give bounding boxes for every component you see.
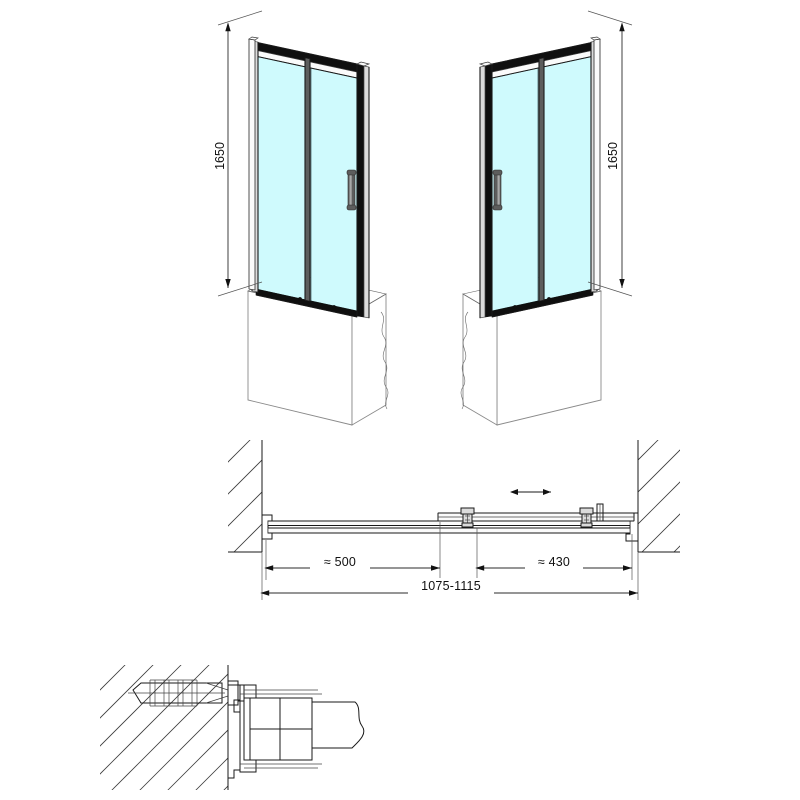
plan-left-wall-profile bbox=[262, 514, 273, 540]
right-tub-base bbox=[460, 270, 602, 426]
detail-wall bbox=[100, 665, 229, 790]
left-height-dimension: 1650 bbox=[213, 10, 263, 297]
plan-dimension-overall-label: 1075-1115 bbox=[421, 579, 481, 593]
right-height-dimension-label: 1650 bbox=[606, 142, 620, 170]
right-front-jamb bbox=[478, 61, 493, 319]
plan-fixed-glass-panel bbox=[267, 520, 631, 526]
plan-right-wall bbox=[637, 440, 680, 553]
right-bottom-rail bbox=[491, 288, 594, 318]
right-isometric-view: 1650 bbox=[460, 10, 633, 426]
plan-dimension-overall: 1075-1115 bbox=[260, 552, 639, 600]
left-height-dimension-label: 1650 bbox=[213, 142, 227, 170]
plan-dimension-500: ≈ 500 bbox=[264, 522, 441, 580]
plan-dimension-500-label: ≈ 500 bbox=[324, 555, 356, 569]
right-door-handle bbox=[492, 169, 503, 211]
plan-roller-carriage-left bbox=[460, 507, 475, 528]
left-front-jamb bbox=[356, 61, 371, 319]
wall-plug-screw-icon bbox=[128, 679, 245, 707]
plan-sliding-glass-panel bbox=[267, 527, 631, 534]
left-door-handle bbox=[346, 169, 357, 211]
left-wall-jamb bbox=[248, 36, 259, 293]
plan-roller-carriage-right bbox=[579, 507, 594, 528]
plan-end-stop-bracket bbox=[596, 503, 604, 522]
right-height-dimension: 1650 bbox=[587, 10, 633, 297]
detail-glass-panel-edge bbox=[240, 693, 365, 765]
plan-left-wall bbox=[228, 440, 263, 553]
wall-fixing-detail bbox=[100, 665, 365, 790]
plan-dimension-430-label: ≈ 430 bbox=[538, 555, 570, 569]
detail-wall-profile bbox=[227, 684, 318, 779]
right-glass-panel-fixed bbox=[543, 46, 594, 301]
plan-dimension-430: ≈ 430 bbox=[475, 528, 633, 580]
plan-section-view: ≈ 500 ≈ 430 1075-1115 bbox=[228, 440, 680, 600]
left-meeting-stile bbox=[304, 57, 311, 302]
left-bottom-rail bbox=[255, 288, 358, 318]
left-isometric-view: 1650 bbox=[213, 10, 389, 426]
left-tub-base bbox=[247, 270, 389, 426]
right-meeting-stile bbox=[538, 57, 545, 302]
left-glass-panel-fixed bbox=[255, 46, 306, 301]
right-wall-jamb bbox=[590, 36, 601, 293]
